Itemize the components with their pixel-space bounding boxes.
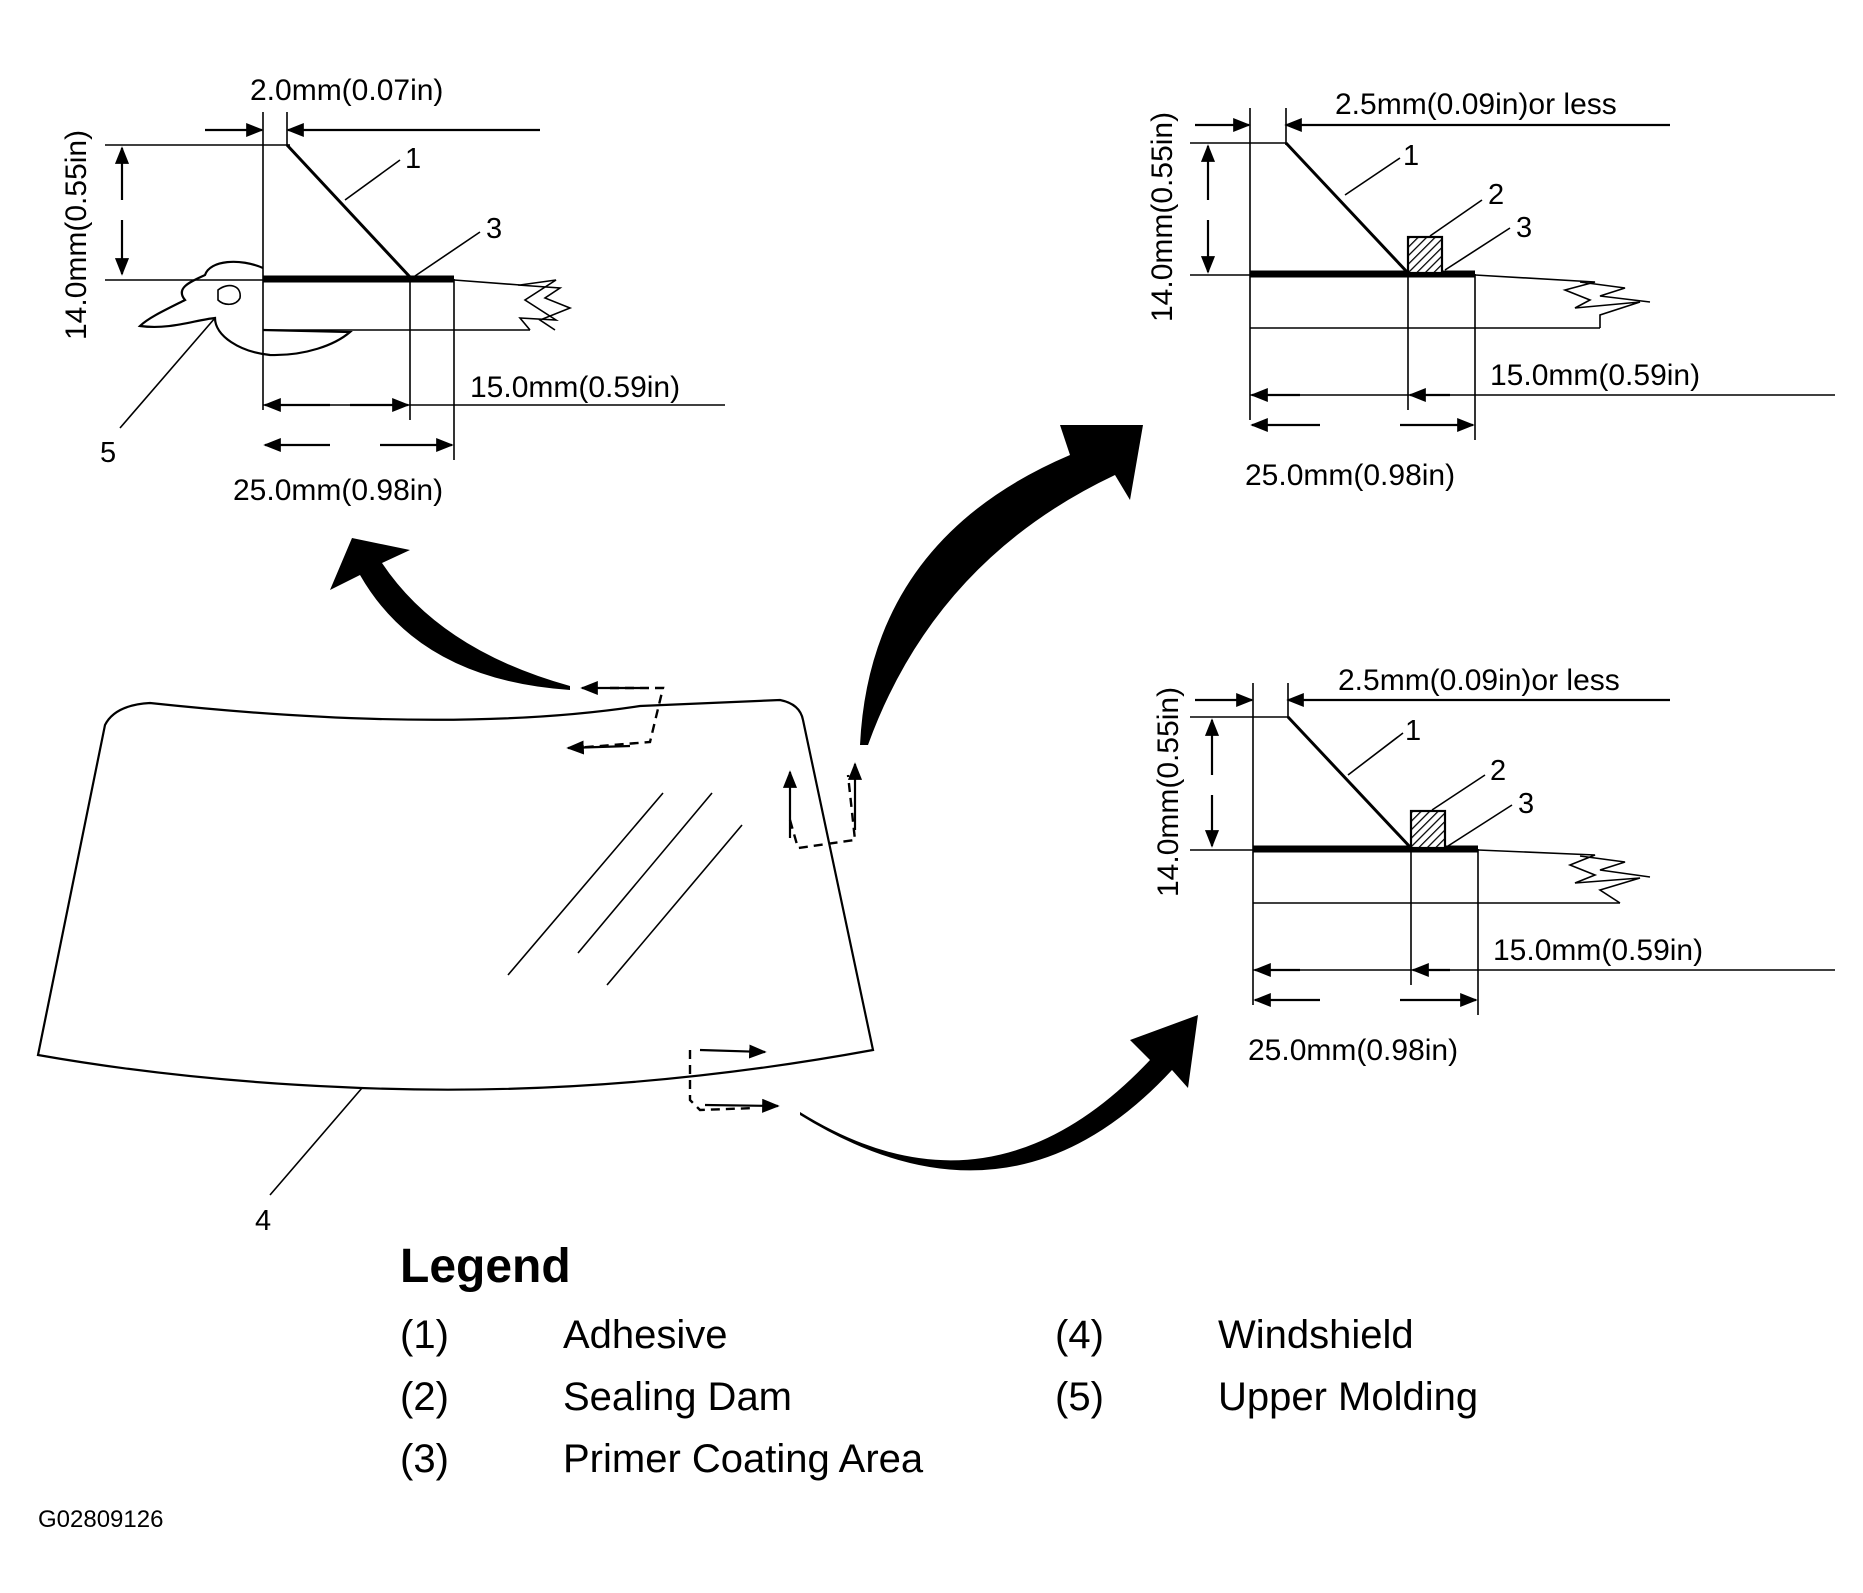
outer-width-label: 25.0mm(0.98in)	[1248, 1034, 1458, 1067]
windshield: 4	[36, 698, 875, 1237]
legend-label-windshield: Windshield	[1218, 1313, 1414, 1357]
height-dimension-label: 14.0mm(0.55in)	[1146, 112, 1179, 322]
height-dimension-label: 14.0mm(0.55in)	[1152, 687, 1185, 897]
inner-width-label: 15.0mm(0.59in)	[1490, 359, 1700, 392]
height-dimension-label: 14.0mm(0.55in)	[60, 130, 93, 340]
legend-num-5: (5)	[1055, 1375, 1104, 1419]
legend-num-4: (4)	[1055, 1313, 1104, 1357]
callout-3: 3	[1516, 212, 1532, 244]
callout-2: 2	[1490, 755, 1506, 787]
gap-dimension-label: 2.5mm(0.09in)or less	[1338, 664, 1620, 697]
sealing-dam	[1406, 235, 1444, 275]
arrow-to-top-left	[330, 538, 570, 690]
legend: Legend (1) Adhesive (2) Sealing Dam (3) …	[400, 1240, 1478, 1481]
legend-label-sealing-dam: Sealing Dam	[563, 1375, 792, 1419]
detail-arrows	[330, 425, 1198, 1171]
figure-id: G02809126	[38, 1506, 163, 1533]
callout-3: 3	[1518, 788, 1534, 820]
inner-width-label: 15.0mm(0.59in)	[1493, 934, 1703, 967]
callout-1: 1	[1405, 715, 1421, 747]
callout-5: 5	[100, 437, 116, 469]
callout-1: 1	[405, 143, 421, 175]
detail-top-right: 2.5mm(0.09in)or less 14.0mm(0.55in) 15.0…	[1146, 88, 1835, 492]
arrow-to-bottom-right	[800, 1015, 1198, 1171]
legend-num-1: (1)	[400, 1313, 449, 1357]
arrow-to-top-right	[860, 425, 1143, 745]
inner-width-label: 15.0mm(0.59in)	[470, 371, 680, 404]
legend-num-2: (2)	[400, 1375, 449, 1419]
section-markers	[566, 680, 863, 1113]
callout-4: 4	[255, 1205, 271, 1237]
gap-dimension-label: 2.5mm(0.09in)or less	[1335, 88, 1617, 121]
legend-num-3: (3)	[400, 1437, 449, 1481]
callout-1: 1	[1403, 140, 1419, 172]
detail-bottom-right: 2.5mm(0.09in)or less 14.0mm(0.55in) 15.0…	[1152, 664, 1835, 1067]
legend-label-adhesive: Adhesive	[563, 1313, 728, 1357]
sealing-dam	[1409, 809, 1447, 850]
callout-3: 3	[486, 213, 502, 245]
legend-title: Legend	[400, 1240, 571, 1293]
detail-top-left: 2.0mm(0.07in) 14.0mm(0.55in) 15.0mm(0.59…	[60, 74, 725, 507]
gap-dimension-label: 2.0mm(0.07in)	[250, 74, 443, 107]
legend-label-upper-molding: Upper Molding	[1218, 1375, 1478, 1419]
outer-width-label: 25.0mm(0.98in)	[1245, 459, 1455, 492]
callout-2: 2	[1488, 179, 1504, 211]
outer-width-label: 25.0mm(0.98in)	[233, 474, 443, 507]
legend-label-primer-coating-area: Primer Coating Area	[563, 1437, 924, 1481]
